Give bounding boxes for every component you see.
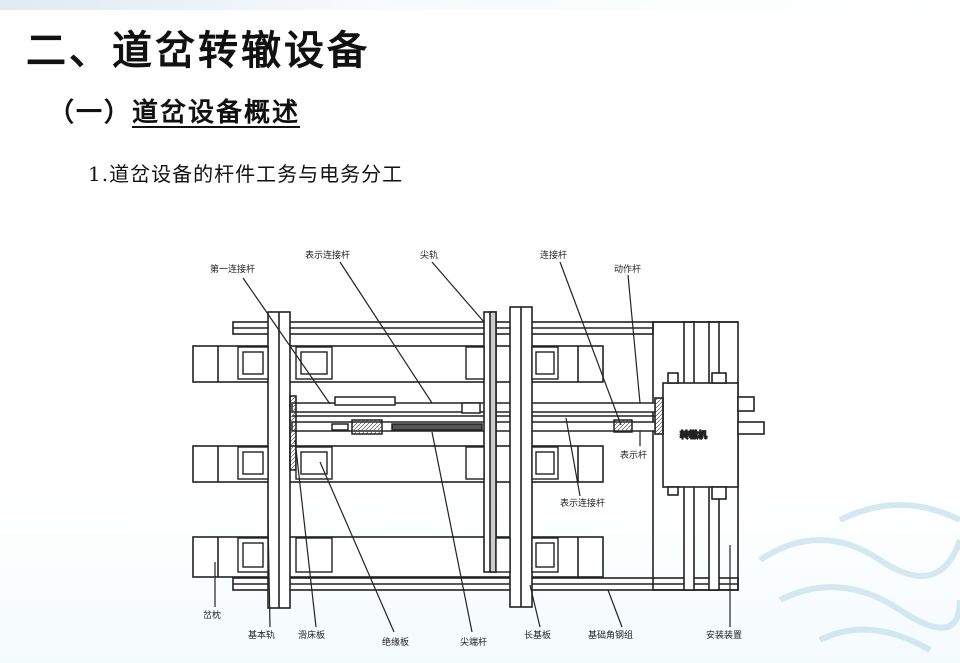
slide-title: 二、道岔转辙设备 <box>26 27 370 74</box>
label-point-detection-rod: 表示连接杆 <box>305 249 350 261</box>
leader-lines <box>214 261 731 633</box>
label-switch-machine: 转辙机 <box>680 429 707 441</box>
label-long-plate: 长基板 <box>524 629 551 641</box>
label-base-plate-group: 基础角钢组 <box>588 629 633 641</box>
label-sleeper: 岔枕 <box>203 609 221 621</box>
slide-subtitle: （一）道岔设备概述 <box>48 92 300 129</box>
subtitle-prefix: （一） <box>48 98 133 128</box>
label-switch-rail: 尖轨 <box>420 249 438 261</box>
top-band <box>0 0 960 10</box>
sliding-plates <box>237 346 559 573</box>
label-action-rod: 动作杆 <box>614 263 641 275</box>
diagram-labels: 第一连接杆 表示连接杆 尖轨 连接杆 动作杆 表示杆 表示连接杆 岔枕 基本轨 … <box>203 249 742 648</box>
label-connecting-rod: 连接杆 <box>540 249 567 261</box>
label-tie-rod: 尖端杆 <box>460 636 487 648</box>
label-detection-rod: 表示杆 <box>620 449 647 461</box>
label-first-tie-rod: 第一连接杆 <box>210 263 255 275</box>
section-heading: 1.道岔设备的杆件工务与电务分工 <box>88 162 404 186</box>
label-gauge-plate: 绝缘板 <box>382 636 409 648</box>
label-detection-connecting-rod: 表示连接杆 <box>560 497 605 509</box>
subtitle-text: 道岔设备概述 <box>132 98 301 128</box>
watermark-pattern <box>758 502 960 653</box>
label-sliding-plate: 滑床板 <box>298 629 325 641</box>
label-installation-device: 安装装置 <box>706 629 742 641</box>
switch-machine: 转辙机 <box>654 372 765 500</box>
rods <box>291 396 656 435</box>
label-stock-rail: 基本轨 <box>248 629 275 641</box>
